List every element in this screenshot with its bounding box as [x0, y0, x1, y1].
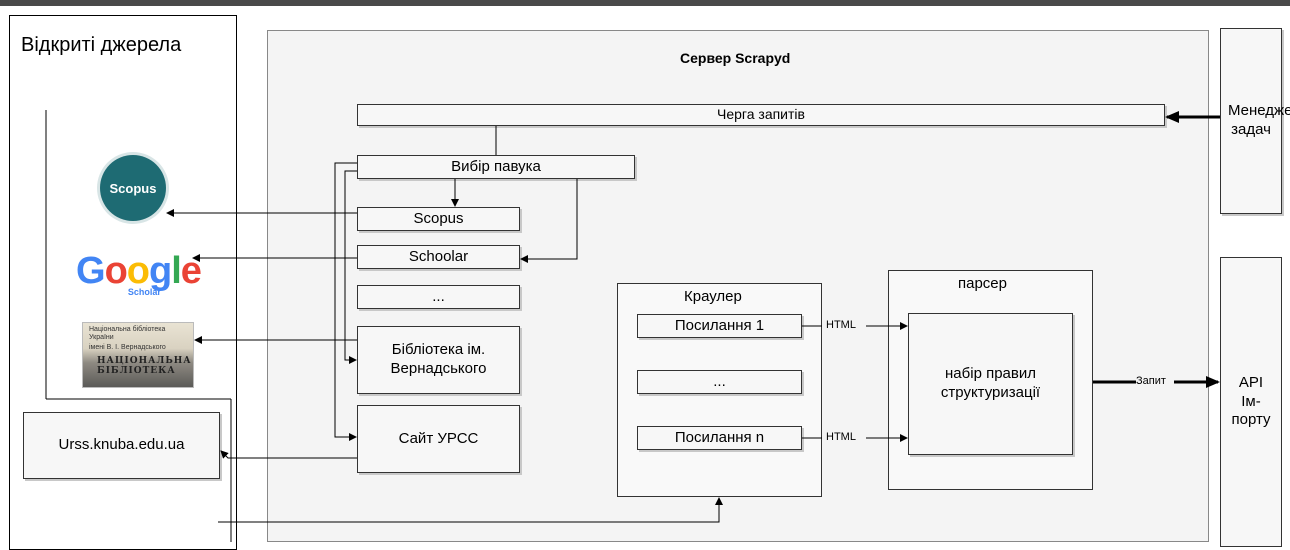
task-manager-box: Менеджер задач [1220, 28, 1290, 214]
spider-ursc-label: Сайт УРСС [398, 429, 479, 447]
parser-title: парсер [958, 275, 1007, 292]
request-queue-label: Черга запитів [717, 106, 805, 123]
vernadsky-library-image: Національна бібліотека України імені В. … [82, 322, 194, 388]
crawler-link-1-label: Посилання 1 [674, 316, 765, 334]
api-import-box: API Ім-порту [1220, 257, 1282, 547]
crawler-link-1-box: Посилання 1 [637, 314, 802, 338]
sources-title: Відкриті джерела [21, 34, 182, 56]
crawler-title: Краулер [684, 288, 742, 305]
ursc-to-urss-arrow [220, 450, 357, 459]
parser-rules-box: набір правил структуризації [908, 313, 1073, 455]
spider-library-label: Бібліотека ім. Вернадського [390, 341, 487, 377]
spider-ursc-box: Сайт УРСС [357, 405, 520, 473]
spider-select-box: Вибір павука [357, 155, 635, 179]
select-to-scholar-arrow [520, 179, 578, 263]
google-scholar-subtitle: Scholar [127, 287, 161, 297]
scopus-logo-text: Scopus [109, 180, 157, 196]
scopus-logo: Scopus [100, 155, 166, 221]
urss-source-box: Urss.knuba.edu.ua [23, 412, 220, 479]
spider-library-box: Бібліотека ім. Вернадського [357, 326, 520, 394]
spider-scholar-box: Schoolar [357, 245, 520, 269]
crawler-more-label: ... [713, 372, 726, 390]
spider-scopus-box: Scopus [357, 207, 520, 231]
select-bus-to-ursc [334, 162, 357, 441]
request-label: Запит [1136, 375, 1174, 387]
crawler-more-box: ... [637, 370, 802, 394]
top-border-bar [0, 0, 1290, 6]
crawler-link-n-label: Посилання n [674, 428, 765, 446]
server-title: Сервер Scrapyd [680, 50, 791, 66]
urss-source-label: Urss.knuba.edu.ua [58, 436, 185, 454]
html-label-linkn: HTML [826, 431, 856, 443]
api-import-label: API Ім-порту [1231, 373, 1271, 429]
select-bus-to-library [344, 170, 357, 364]
spider-select-label: Вибір павука [451, 157, 541, 175]
parser-rules-label: набір правил структуризації [940, 365, 1041, 401]
spider-scholar-label: Schoolar [408, 247, 469, 265]
spider-more-box: ... [357, 285, 520, 309]
crawler-link-n-box: Посилання n [637, 426, 802, 450]
spider-scopus-label: Scopus [413, 209, 464, 227]
library-caption-line2: імені В. І. Вернадського [89, 344, 166, 352]
html-label-link1: HTML [826, 319, 856, 331]
urss-to-crawler-arrow [218, 497, 723, 523]
request-queue-box: Черга запитів [357, 104, 1165, 126]
spider-more-label: ... [432, 287, 445, 305]
library-building-sign: НАЦІОНАЛЬНА БІБЛІОТЕКА [97, 356, 192, 377]
library-caption-line1: Національна бібліотека України [89, 326, 166, 341]
